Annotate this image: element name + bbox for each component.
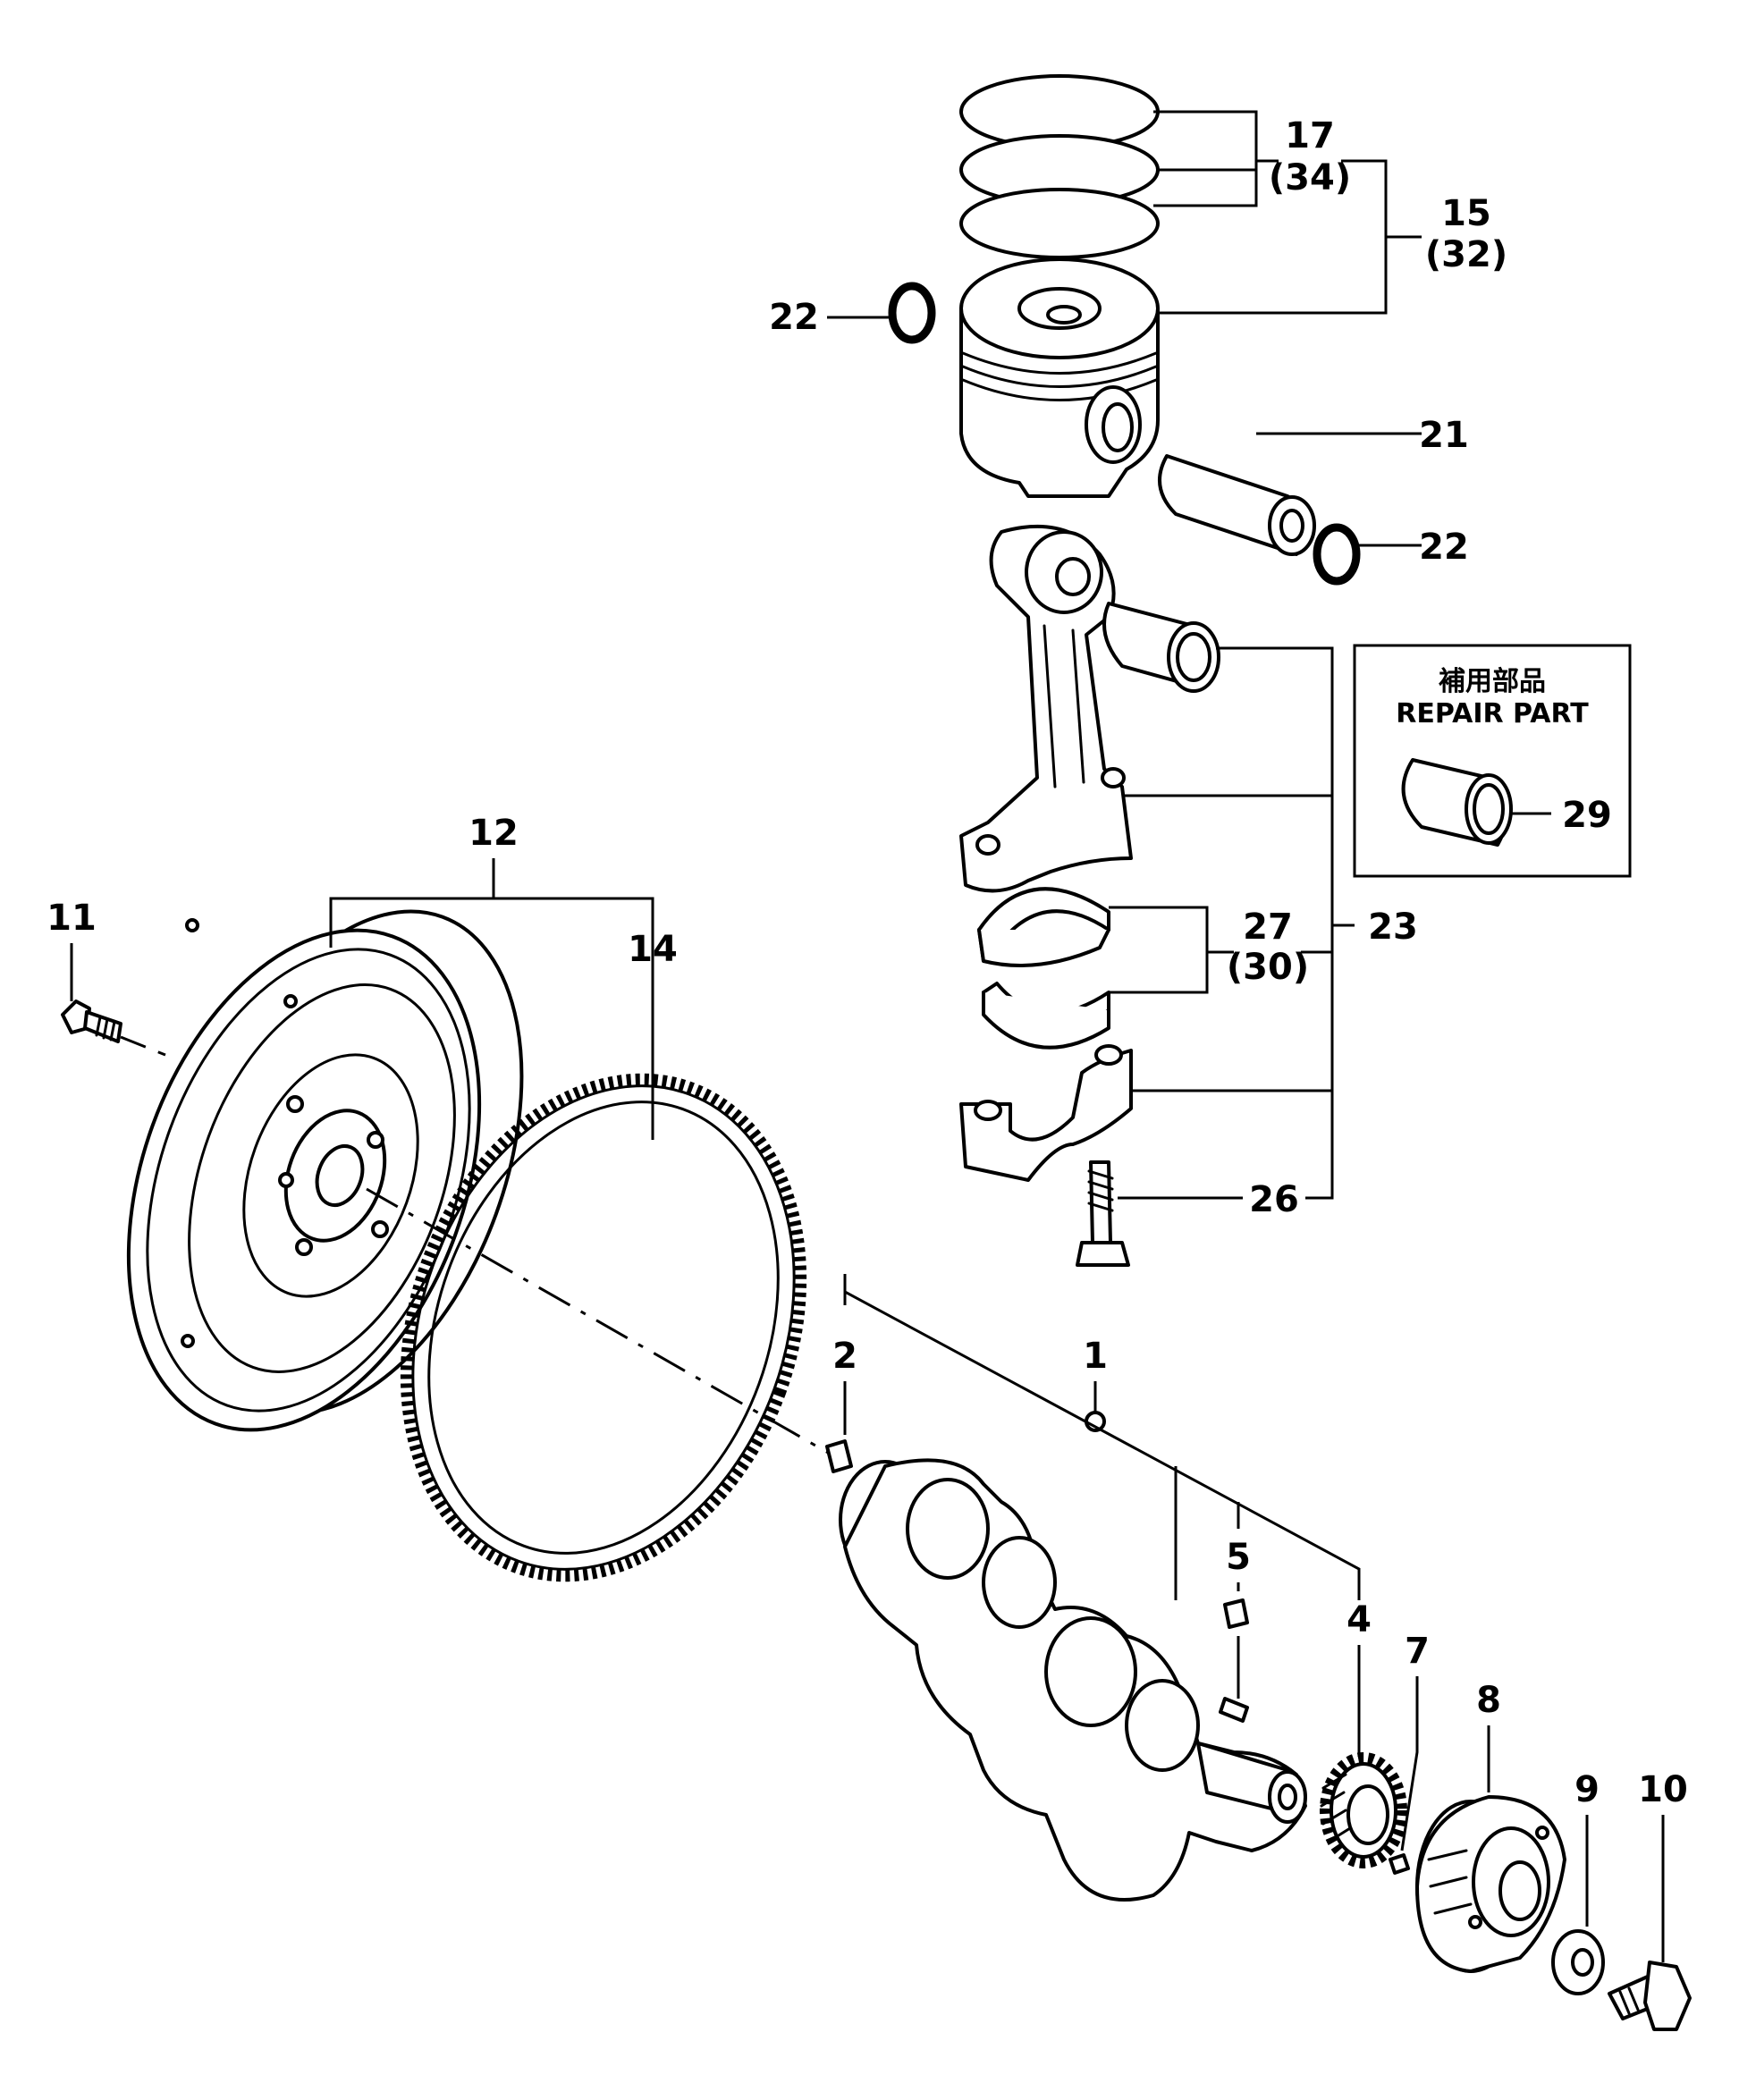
callout-10: 10 (1638, 1769, 1688, 1810)
callout-22-left: 22 (769, 297, 819, 338)
connecting-rod-bolt (1076, 1160, 1130, 1267)
ring-gear (400, 1073, 807, 1582)
snap-ring-right (1313, 523, 1361, 586)
flywheel (126, 909, 524, 1432)
callout-4: 4 (1346, 1599, 1372, 1640)
callout-29: 29 (1562, 795, 1612, 836)
callout-2: 2 (832, 1336, 857, 1377)
callout-17: 17 (1285, 115, 1335, 156)
piston-rings (959, 74, 1160, 259)
bearing-shell-upper (977, 887, 1110, 967)
callout-17-alt: (34) (1269, 157, 1351, 198)
washer (1551, 1929, 1605, 1995)
callout-15: 15 (1441, 193, 1491, 234)
callout-1: 1 (1083, 1336, 1108, 1377)
callout-14: 14 (628, 929, 678, 970)
callout-5: 5 (1226, 1537, 1251, 1578)
crankshaft-gear (1320, 1752, 1407, 1868)
callout-12: 12 (469, 813, 519, 854)
callout-9: 9 (1574, 1769, 1600, 1810)
piston-pin (1158, 454, 1316, 556)
callout-27-alt: (30) (1227, 947, 1309, 988)
crankshaft-pulley (1415, 1795, 1566, 1973)
callout-26: 26 (1249, 1179, 1299, 1220)
piston (959, 257, 1160, 498)
callout-21: 21 (1419, 415, 1469, 456)
connecting-rod-cap (959, 1044, 1133, 1182)
callout-11: 11 (46, 898, 97, 939)
callout-27: 27 (1243, 907, 1293, 948)
repair-box-title-en: REPAIR PART (1396, 698, 1589, 730)
connecting-rod (959, 524, 1133, 893)
callout-labels: 17 (34) 15 (32) 22 21 22 29 27 (30) 23 2… (46, 115, 1688, 1810)
repair-part-box: 補用部品 REPAIR PART (1353, 644, 1632, 878)
pulley-bolt (1608, 1961, 1692, 2031)
snap-ring-left (888, 282, 936, 344)
pulley-pin (1389, 1853, 1410, 1875)
flywheel-bolt (61, 999, 122, 1043)
leader-lines (70, 110, 1665, 1962)
callout-8: 8 (1476, 1680, 1501, 1721)
bearing-shell-lower (982, 982, 1110, 1050)
dowel-pin (825, 1439, 853, 1473)
callout-23: 23 (1368, 907, 1418, 948)
callout-15-alt: (32) (1425, 234, 1507, 275)
callout-22-right: 22 (1419, 527, 1469, 568)
small-end-bushing (1102, 602, 1220, 693)
callout-7: 7 (1405, 1631, 1430, 1672)
crankshaft-key (1223, 1598, 1249, 1629)
repair-box-title-jp: 補用部品 (1438, 666, 1546, 697)
crankshaft (839, 1411, 1307, 1902)
